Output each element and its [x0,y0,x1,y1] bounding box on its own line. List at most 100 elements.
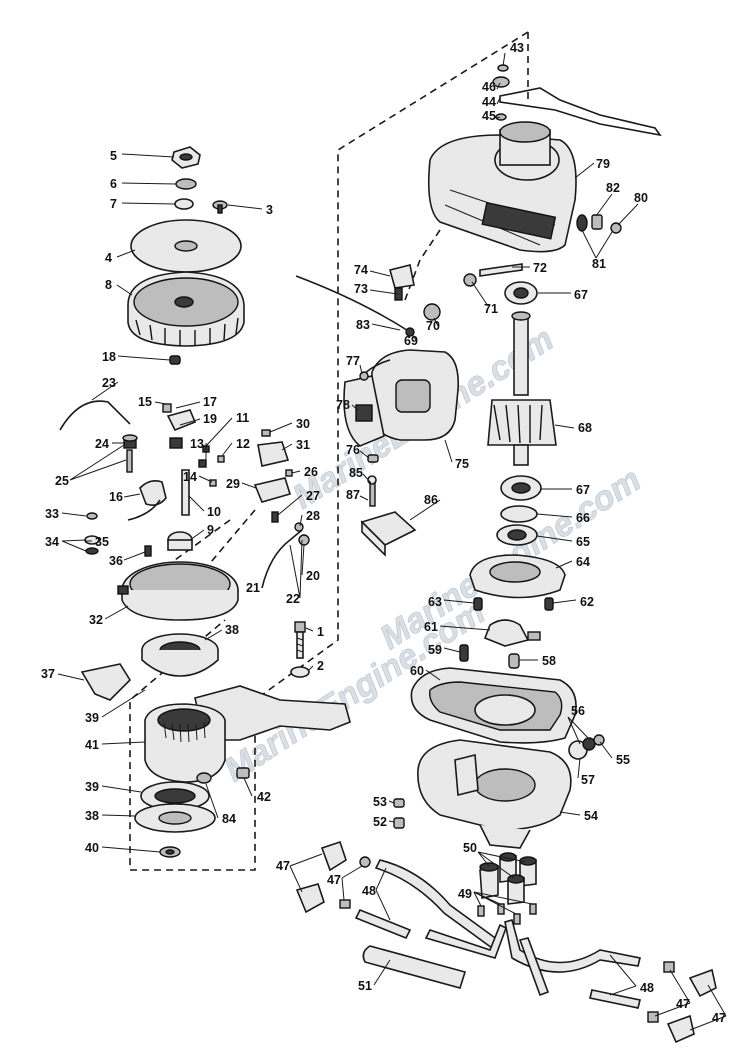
part-label-47: 47 [676,997,690,1011]
part-label-54: 54 [584,809,598,823]
base-housing-54 [417,739,572,849]
screw-59 [459,644,469,662]
flywheel-cam-8 [127,271,245,347]
part-label-39: 39 [85,780,99,794]
ignition-coil-75 [343,349,460,447]
part-label-84: 84 [222,812,236,826]
part-label-66: 66 [576,511,590,525]
hose-51 [362,945,467,989]
spring-30-31 [257,429,290,467]
part-label-17: 17 [203,395,217,409]
point-set-29 [253,477,292,503]
key-18 [169,355,181,365]
plate-4 [130,219,242,273]
screws-11-14 [198,445,225,487]
part-label-50: 50 [463,841,477,855]
clamp-47b [339,899,351,909]
part-label-2: 2 [317,659,324,673]
part-label-77: 77 [346,354,360,368]
ground-lead-21-22 [261,529,310,589]
clamp-47 [359,856,371,868]
part-label-68: 68 [578,421,592,435]
part-label-34: 34 [45,535,59,549]
part-label-58: 58 [542,654,556,668]
condenser-block-86 [360,511,417,557]
fittings-50 [479,852,537,905]
screw-63 [473,597,483,611]
part-label-40: 40 [85,841,99,855]
part-label-43: 43 [510,41,524,55]
elbow-47-right [647,961,717,1044]
part-label-51: 51 [358,979,372,993]
screw-set-80-82 [576,214,622,234]
part-label-49: 49 [458,887,472,901]
part-label-35: 35 [95,535,109,549]
bearing-housing-64 [469,554,566,599]
part-label-23: 23 [102,376,116,390]
part-label-81: 81 [592,257,606,271]
ground-wire-83 [295,275,411,333]
bearing-67-top [504,281,538,305]
part-label-79: 79 [596,157,610,171]
part-label-44: 44 [482,95,496,109]
part-label-11: 11 [236,411,249,425]
part-label-16: 16 [109,490,123,504]
part-label-38: 38 [85,809,99,823]
screw-62 [544,597,554,611]
part-label-76: 76 [346,443,360,457]
screw-36 [144,545,152,557]
part-label-63: 63 [428,595,442,609]
part-label-73: 73 [354,282,368,296]
part-label-15: 15 [138,395,152,409]
part-label-83: 83 [356,318,370,332]
stator-plate-32 [117,561,239,621]
washer-2 [290,666,310,678]
breaker-points-17-19 [162,403,197,449]
rotor-shaft-68 [487,311,557,466]
part-label-31: 31 [296,438,310,452]
clip-76 [367,454,379,463]
part-label-46: 46 [482,80,496,94]
bushing-38-upper [141,633,219,677]
part-label-53: 53 [373,795,387,809]
part-label-42: 42 [257,790,271,804]
part-label-86: 86 [424,493,438,507]
part-label-62: 62 [580,595,594,609]
part-label-82: 82 [606,181,620,195]
gasket-60 [410,667,577,744]
screw-1 [294,621,306,659]
part-label-75: 75 [455,457,469,471]
lever-37 [80,663,132,701]
part-label-20: 20 [306,569,320,583]
part-label-85: 85 [349,466,363,480]
part-label-56: 56 [571,704,585,718]
centerline-dash [174,229,441,576]
part-label-61: 61 [424,620,438,634]
part-label-32: 32 [89,613,103,627]
clip-77 [359,371,369,381]
part-label-67: 67 [576,483,590,497]
lever-61 [483,619,541,647]
part-label-72: 72 [533,261,547,275]
rotor-bracket-74 [389,264,415,301]
bushing-39-38-lower [134,781,216,833]
part-label-27: 27 [306,489,320,503]
part-label-60: 60 [410,664,424,678]
part-label-57: 57 [581,773,595,787]
part-label-25: 25 [55,474,69,488]
washer-70 [423,303,441,321]
part-label-48: 48 [640,981,654,995]
assembly-boundary-outline [129,31,529,871]
part-label-55: 55 [616,753,630,767]
part-label-18: 18 [102,350,116,364]
nut-40 [159,846,181,858]
part-label-29: 29 [226,477,240,491]
part-label-37: 37 [41,667,55,681]
part-label-24: 24 [95,437,109,451]
part-label-1: 1 [317,625,324,639]
part-label-28: 28 [306,509,320,523]
screw-53 [393,798,405,808]
leader-lines [57,52,727,1031]
screw-52 [393,817,405,829]
